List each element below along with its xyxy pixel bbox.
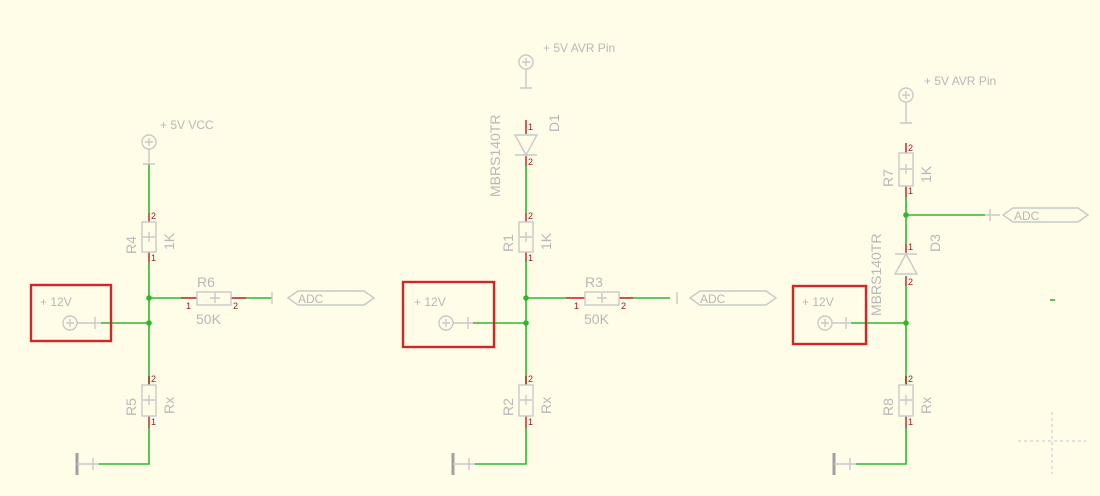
supply-symbol-12v[interactable]: + 12V [802,295,851,331]
junction-dot [523,295,529,301]
pin-number: 1 [151,253,156,263]
supply-label: + 12V [40,295,72,309]
supply-symbol-avr[interactable]: + 5V AVR Pin [518,41,615,89]
supply-symbol-12v[interactable]: + 12V [414,295,473,331]
part-name: R2 [500,398,516,416]
pin-number: 2 [233,301,238,311]
pin-number: 2 [621,301,626,311]
ground-symbol[interactable] [75,453,99,475]
supply-label: + 12V [414,295,446,309]
diode-d1[interactable]: 1 2 MBRS140TR D1 [487,114,562,197]
part-name: R5 [123,398,139,416]
part-name: D1 [546,114,562,132]
resistor-r2[interactable]: 2 1 R2 Rx [500,374,554,428]
junction-dot [903,320,909,326]
crosshair-cursor-icon [1018,412,1086,474]
net-label-text: ADC [700,292,726,306]
net-label-adc[interactable]: ADC [271,290,376,306]
part-name: R7 [880,169,896,187]
part-name: D3 [927,234,943,252]
supply-symbol-avr[interactable]: + 5V AVR Pin [898,74,996,124]
pin-number: 1 [528,122,533,132]
pin-number: 1 [528,253,533,263]
pin-number: 2 [908,277,913,287]
circuit-b: + 5V AVR Pin 1 2 MBRS140TR D1 + 12V 2 1 … [401,41,778,475]
resistor-r3[interactable]: 1 2 R3 50K [566,274,633,327]
part-value: 50K [196,311,222,327]
supply-label: + 5V AVR Pin [543,41,615,55]
pin-number: 1 [528,417,533,427]
pin-number: 1 [908,186,913,196]
wire [475,428,527,465]
highlight-box[interactable] [29,283,113,343]
resistor-r7[interactable]: 2 1 R7 1K [880,143,934,197]
part-value: 1K [161,232,177,250]
supply-symbol-vcc[interactable]: + 5V VCC [141,118,214,165]
circuit-c: + 5V AVR Pin 2 1 R7 1K ADC 1 2 MBRS140TR… [791,74,1090,475]
supply-label: + 12V [802,295,834,309]
part-name: R8 [880,398,896,416]
part-value: 1K [918,165,934,183]
wire [856,428,907,465]
pin-number: 2 [908,374,913,384]
wire [99,428,150,465]
pin-number: 2 [151,374,156,384]
supply-label: + 5V VCC [160,118,214,132]
junction-dot [523,320,529,326]
part-value: MBRS140TR [868,234,884,316]
pin-number: 2 [528,157,533,167]
part-name: R1 [500,234,516,252]
resistor-r4[interactable]: 2 1 R4 1K [123,211,177,263]
junction-dot [146,320,152,326]
highlight-box[interactable] [791,284,868,346]
part-value: Rx [538,397,554,414]
net-label-adc[interactable]: ADC [676,290,778,306]
part-name: R3 [585,274,603,290]
ground-symbol[interactable] [451,453,475,475]
pin-number: 2 [908,143,913,153]
supply-label: + 5V AVR Pin [924,74,996,88]
pin-number: 2 [151,211,156,221]
diode-d3[interactable]: 1 2 MBRS140TR D3 [868,234,943,316]
part-value: Rx [918,397,934,414]
part-value: 1K [538,232,554,250]
part-value: MBRS140TR [487,115,503,197]
circuit-a: + 5V VCC + 12V 2 1 R4 1K 1 2 R6 [29,118,376,475]
pin-number: 1 [151,417,156,427]
pin-number: 2 [528,211,533,221]
pin-number: 1 [574,301,579,311]
pin-number: 2 [528,374,533,384]
supply-symbol-12v[interactable]: + 12V [40,295,101,331]
part-name: R6 [197,274,215,290]
part-value: 50K [584,311,610,327]
pin-number: 1 [908,417,913,427]
resistor-r6[interactable]: 1 2 R6 50K [181,274,246,327]
resistor-r8[interactable]: 2 1 R8 Rx [880,374,934,428]
part-name: R4 [123,236,139,254]
ground-symbol[interactable] [832,453,856,475]
highlight-box[interactable] [401,280,496,349]
pin-number: 1 [186,301,191,311]
net-label-adc[interactable]: ADC [985,207,1090,223]
junction-dot [903,212,909,218]
resistor-r1[interactable]: 2 1 R1 1K [500,211,554,263]
net-label-text: ADC [1014,209,1040,223]
pin-number: 1 [908,242,913,252]
junction-dot [146,295,152,301]
resistor-r5[interactable]: 2 1 R5 Rx [123,374,177,428]
net-label-text: ADC [298,292,324,306]
part-value: Rx [161,397,177,414]
